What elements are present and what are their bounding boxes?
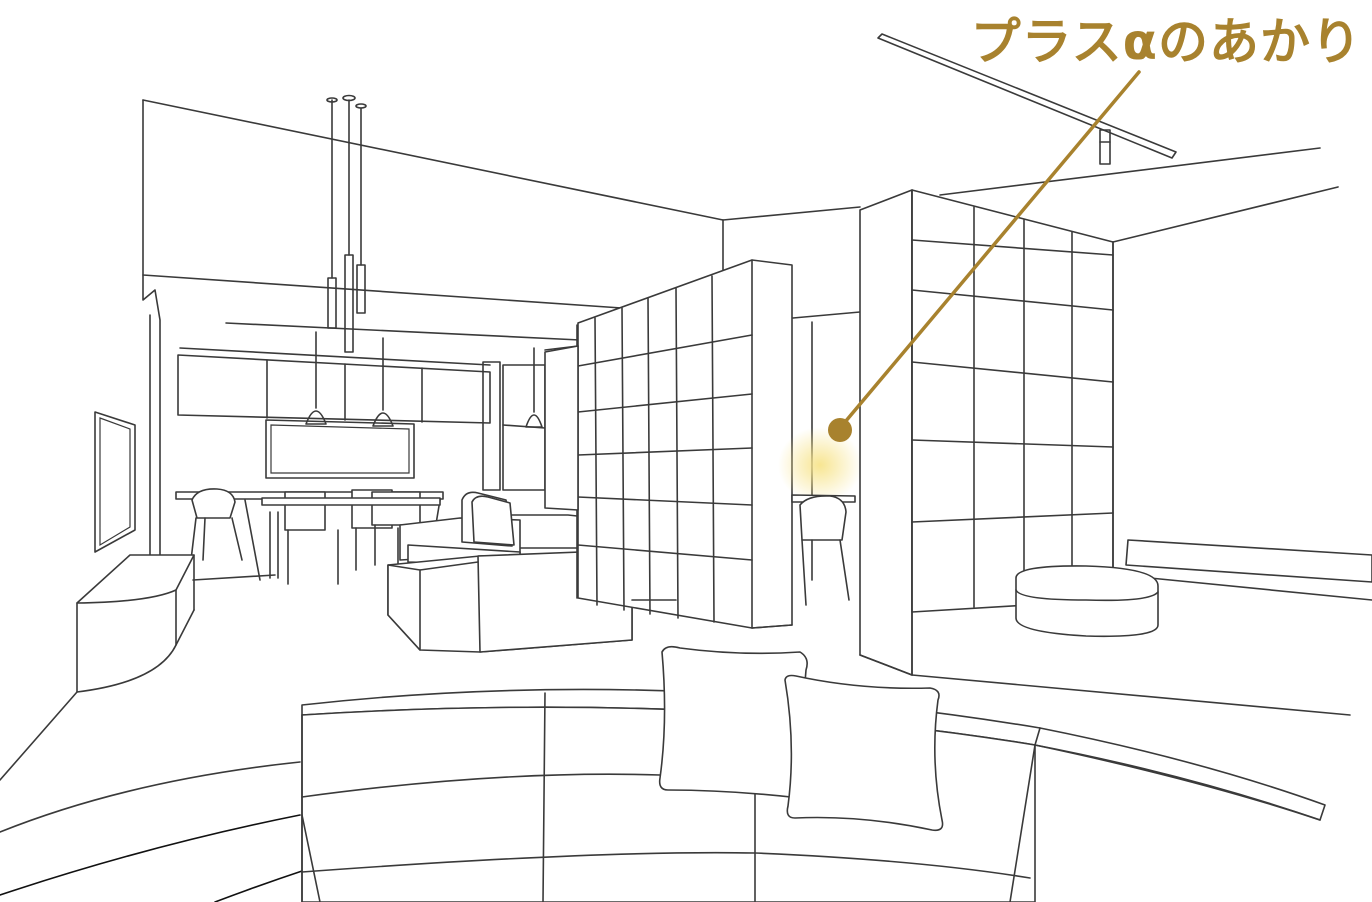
left-bookshelf: [544, 259, 793, 629]
room-structure: [142, 99, 1339, 556]
floor-lines: [0, 574, 677, 902]
sofa-cushions: [658, 645, 944, 832]
right-room-furniture: [1015, 539, 1372, 638]
callout-pointer: [828, 70, 1141, 442]
side-cabinet: [0, 554, 195, 781]
kitchen-cabinets: [177, 354, 546, 491]
pendant-lights: [305, 94, 543, 428]
callout-marker-icon: [828, 418, 852, 442]
dining-set: [175, 488, 444, 585]
right-bookshelf: [859, 189, 1351, 716]
wall-picture: [94, 411, 136, 553]
callout-leader-line: [838, 70, 1141, 430]
caption-text: プラスαのあかり: [970, 13, 1362, 71]
accent-light-glow: [778, 427, 862, 606]
ceiling-track-light: [877, 33, 1177, 165]
